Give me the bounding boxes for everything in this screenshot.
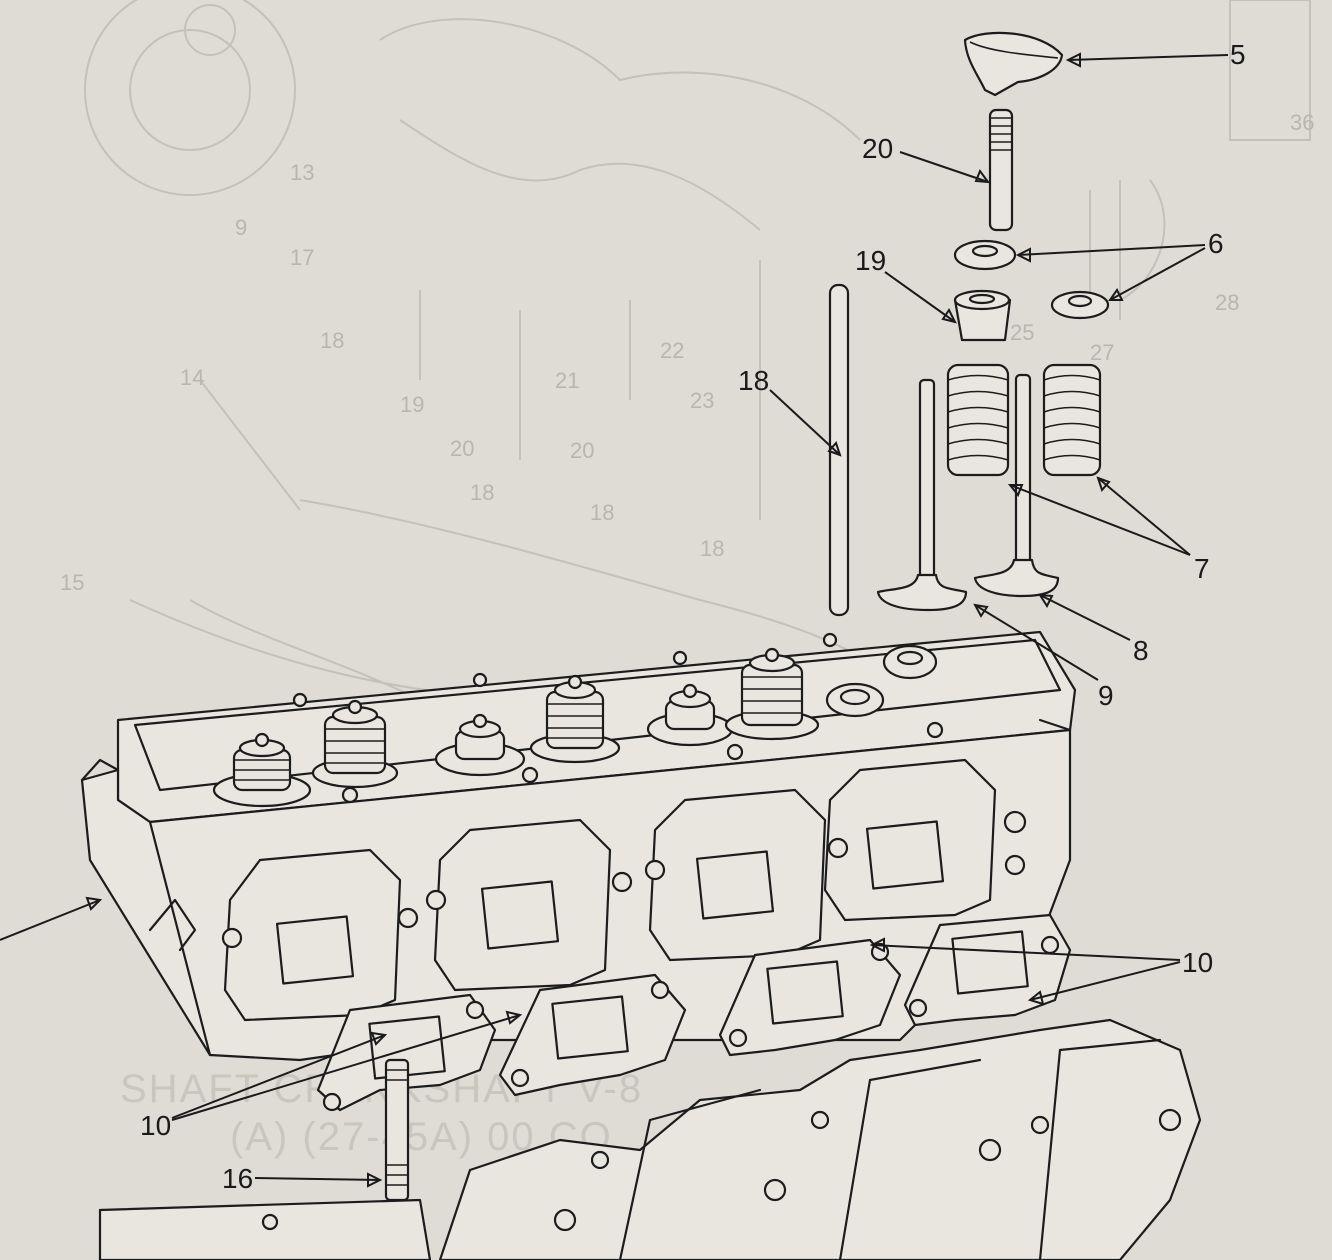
- ghost-label: 20: [570, 438, 594, 463]
- ghost-label: 19: [400, 392, 424, 417]
- exhaust-manifold: [98, 1018, 1202, 1260]
- valve-stem-seal: [953, 289, 1012, 342]
- callout-19: 19: [855, 245, 886, 276]
- ghost-label: 9: [235, 215, 247, 240]
- callout-10-right: 10: [1182, 947, 1213, 978]
- installed-valve-springs: [212, 644, 938, 808]
- rocker-arm: [963, 31, 1064, 97]
- valve-springs: [946, 363, 1102, 477]
- callout-5: 5: [1230, 39, 1246, 70]
- callout-7: 7: [1194, 553, 1210, 584]
- ghost-label: 20: [450, 436, 474, 461]
- ghost-label: 21: [555, 368, 579, 393]
- callout-6: 6: [1208, 228, 1224, 259]
- ghost-label: 18: [320, 328, 344, 353]
- callout-18: 18: [738, 365, 769, 396]
- exhaust-gaskets: [316, 913, 1072, 1112]
- rocker-stud: [988, 108, 1014, 232]
- ghost-label: 36: [1290, 110, 1314, 135]
- ghost-label: 18: [470, 480, 494, 505]
- ghost-label: 25: [1010, 320, 1034, 345]
- ghost-label: 14: [180, 365, 204, 390]
- ghost-label: 18: [590, 500, 614, 525]
- leader-lines: [0, 52, 1229, 1188]
- stud: [384, 1058, 410, 1202]
- ghost-label: 22: [660, 338, 684, 363]
- ghost-label: 27: [1090, 340, 1114, 365]
- ghost-label: 17: [290, 245, 314, 270]
- ghost-label: 13: [290, 160, 314, 185]
- ghost-label: 28: [1215, 290, 1239, 315]
- callout-10-left: 10: [140, 1110, 171, 1141]
- callout-8: 8: [1133, 635, 1149, 666]
- callout-16: 16: [222, 1163, 253, 1194]
- ghost-label: 15: [60, 570, 84, 595]
- spring-retainers: [953, 239, 1110, 320]
- callout-9: 9: [1098, 680, 1114, 711]
- ghost-label: 18: [700, 536, 724, 561]
- callout-labels: 5 20 6 19 18 7 8 9 10 10 16: [140, 39, 1246, 1194]
- valves: [876, 373, 1060, 612]
- ghost-label: 23: [690, 388, 714, 413]
- callout-20: 20: [862, 133, 893, 164]
